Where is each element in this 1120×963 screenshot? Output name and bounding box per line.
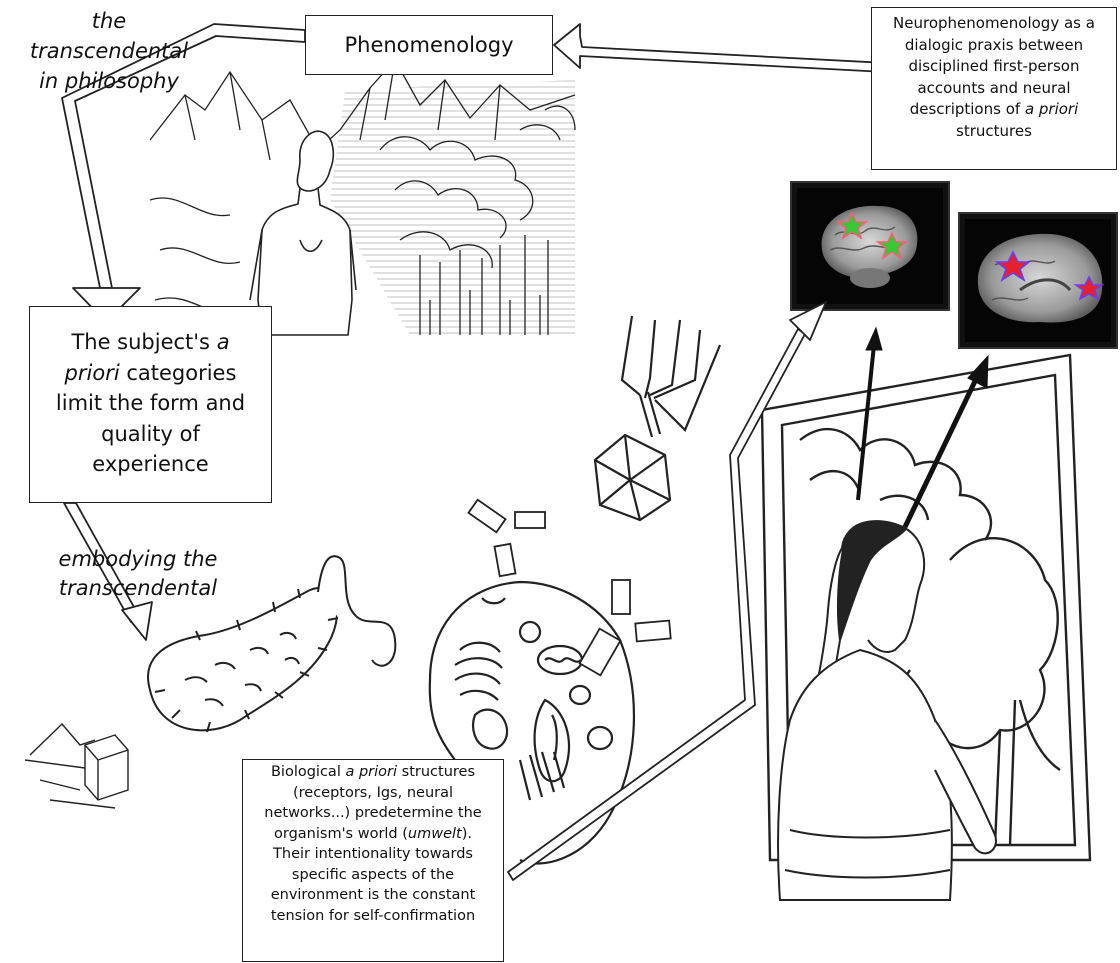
phenomenology-label: Phenomenology <box>344 33 513 57</box>
a-priori-categories-box: The subject's a priori categories limit … <box>29 306 272 503</box>
bio-text-fragment: Biological <box>271 764 345 780</box>
neuro-text-line: accounts and neural <box>872 78 1116 100</box>
bio-text-fragment: ). <box>462 826 472 842</box>
apriori-text-line: The subject's a <box>30 327 271 358</box>
bio-text-italic: a priori <box>345 764 397 780</box>
bio-text-line: Biological a priori structures <box>243 762 503 783</box>
transcendental-label-line: the <box>14 6 204 36</box>
apriori-text-line: quality of <box>30 419 271 450</box>
transcendental-in-philosophy-label: the transcendental in philosophy <box>14 6 204 96</box>
bio-text-line: tension for self-confirmation <box>243 906 503 927</box>
apriori-text-fragment: The subject's <box>71 330 216 354</box>
neuro-text-line: structures <box>872 121 1116 143</box>
bio-text-italic: umwelt <box>408 826 462 842</box>
apriori-text-line: experience <box>30 449 271 480</box>
neuro-text-fragment: descriptions of <box>910 100 1025 118</box>
bio-text-line: organism's world (umwelt). <box>243 824 503 845</box>
apriori-text-fragment: categories <box>120 361 237 385</box>
neuro-text-italic: a priori <box>1025 100 1078 118</box>
phenomenology-box: Phenomenology <box>305 15 553 75</box>
transcendental-label-line: transcendental <box>14 36 204 66</box>
biological-structures-box: Biological a priori structures (receptor… <box>242 759 504 962</box>
embodying-transcendental-label: embodying the transcendental <box>28 545 248 603</box>
transcendental-label-line: in philosophy <box>14 66 204 96</box>
apriori-text-italic: priori <box>65 361 120 385</box>
bio-text-line: networks...) predetermine the <box>243 803 503 824</box>
neuro-text-line: Neurophenomenology as a <box>872 13 1116 35</box>
bio-text-line: specific aspects of the <box>243 865 503 886</box>
neuro-text-line: dialogic praxis between <box>872 35 1116 57</box>
neurophenomenology-box: Neurophenomenology as a dialogic praxis … <box>871 7 1117 170</box>
bio-text-line: environment is the constant <box>243 885 503 906</box>
neuro-text-line: disciplined first-person <box>872 56 1116 78</box>
apriori-text-line: priori categories <box>30 358 271 389</box>
bio-text-fragment: organism's world ( <box>274 826 408 842</box>
woman-at-window-drawing <box>778 521 996 900</box>
embodying-label-line: embodying the <box>28 545 248 574</box>
arrow-neuro-to-phenom <box>554 24 905 73</box>
neuro-text-line: descriptions of a priori <box>872 99 1116 121</box>
embodying-label-line: transcendental <box>28 574 248 603</box>
bio-text-fragment: structures <box>397 764 475 780</box>
apriori-text-line: limit the form and <box>30 388 271 419</box>
brain-scan-image <box>791 182 1117 348</box>
bio-text-line: Their intentionality towards <box>243 844 503 865</box>
bacteriophage-drawing <box>595 316 720 520</box>
receptor-block-drawing <box>468 500 670 676</box>
apriori-text-italic: a <box>217 330 230 354</box>
mountain-forest-drawing <box>150 60 575 335</box>
small-cube-drawing <box>25 724 128 808</box>
bio-text-line: (receptors, Igs, neural <box>243 783 503 804</box>
